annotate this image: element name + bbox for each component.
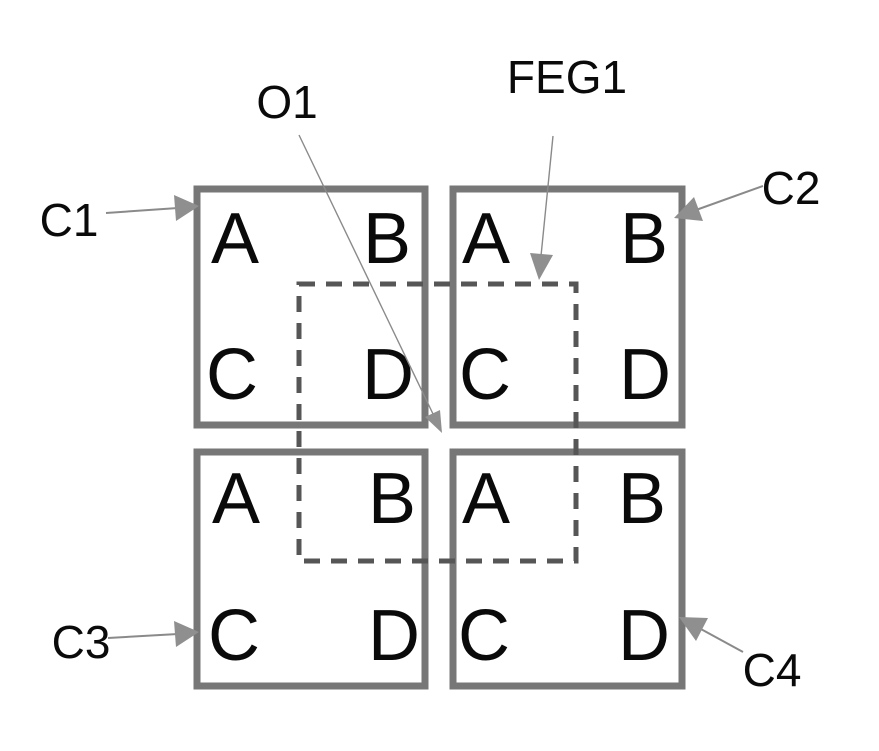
c4-leader-line (698, 627, 744, 653)
cell-c4-letter-d: D (618, 596, 670, 676)
cell-c4-letter-c: C (458, 596, 510, 676)
c3-leader-line (107, 633, 179, 639)
cell-c2-letter-a: A (462, 199, 510, 279)
feg1-arrowhead (530, 253, 553, 280)
cell-c1-letter-a: A (211, 199, 259, 279)
cell-c1-letter-c: C (206, 335, 258, 415)
label-feg1: FEG1 (507, 51, 627, 103)
cell-c2-letter-d: D (619, 335, 671, 415)
cell-c1-letter-b: B (363, 199, 411, 279)
c4-arrowhead (679, 617, 708, 641)
cell-c4-box (449, 448, 686, 690)
label-c4: C4 (743, 644, 802, 696)
cell-c2-box (449, 185, 686, 429)
cell-c2-letter-b: B (620, 199, 668, 279)
cell-c3-letter-a: A (212, 459, 260, 539)
label-o1: O1 (256, 76, 317, 128)
label-c3: C3 (52, 616, 111, 668)
feg1-dashed-box (296, 281, 579, 564)
o1-arrowhead (425, 410, 442, 433)
cell-c3-box (193, 448, 429, 690)
cell-c3-letter-d: D (368, 596, 420, 676)
c1-leader-line (105, 207, 179, 214)
c3-arrowhead (174, 621, 199, 647)
label-c1: C1 (40, 194, 99, 246)
cell-c1-box (193, 185, 429, 429)
cell-c2-letter-c: C (459, 335, 511, 415)
cell-c4-letter-b: B (618, 459, 666, 539)
label-c2: C2 (762, 162, 821, 214)
c2-arrowhead (674, 197, 703, 221)
feg1-leader-line (540, 135, 554, 257)
o1-leader-line (298, 134, 435, 417)
cell-c3-letter-b: B (368, 459, 416, 539)
cell-c1-letter-d: D (362, 335, 414, 415)
cell-c4-letter-a: A (462, 459, 510, 539)
c1-arrowhead (174, 195, 199, 221)
cell-c3-letter-c: C (208, 596, 260, 676)
c2-leader-line (695, 185, 764, 211)
